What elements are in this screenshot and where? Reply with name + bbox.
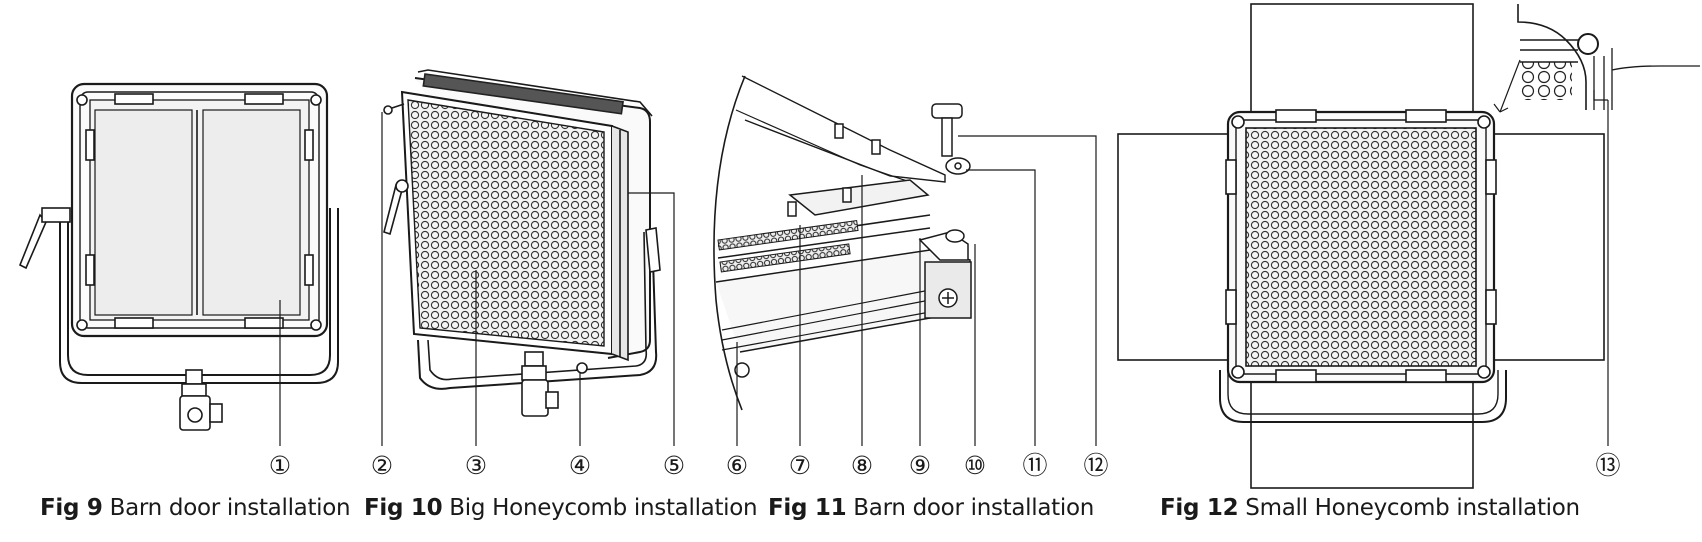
- callout-6: ⑥: [725, 451, 749, 480]
- fig10-text: Big Honeycomb installation: [449, 495, 758, 521]
- callout-2: ②: [370, 451, 394, 480]
- fig11-label: Fig 11: [768, 495, 847, 521]
- callout-7: ⑦: [788, 451, 812, 480]
- fig11-barn-door-detail-drawing: [713, 75, 1097, 446]
- callout-4: ④: [568, 451, 592, 480]
- fig10-caption: Fig 10 Big Honeycomb installation: [364, 495, 758, 521]
- fig12-caption: Fig 12 Small Honeycomb installation: [1160, 495, 1580, 521]
- fig10-label: Fig 10: [364, 495, 443, 521]
- callout-3: ③: [464, 451, 488, 480]
- callout-12: ⑫: [1083, 451, 1109, 480]
- fig11-caption: Fig 11 Barn door installation: [768, 495, 1094, 521]
- callout-8: ⑧: [850, 451, 874, 480]
- fig9-text: Barn door installation: [109, 495, 351, 521]
- fig11-text: Barn door installation: [853, 495, 1095, 521]
- callout-1: ①: [268, 451, 292, 480]
- fig12-text: Small Honeycomb installation: [1245, 495, 1580, 521]
- callout-10: ⑩: [963, 451, 987, 480]
- fig12-label: Fig 12: [1160, 495, 1239, 521]
- fig10-big-honeycomb-drawing: [381, 69, 675, 446]
- callout-5: ⑤: [662, 451, 686, 480]
- callout-9: ⑨: [908, 451, 932, 480]
- fig12-small-honeycomb-drawing: [1117, 3, 1700, 489]
- callout-13: ⑬: [1595, 451, 1621, 480]
- fig9-caption: Fig 9 Barn door installation: [40, 495, 351, 521]
- fig9-barn-door-drawing: [18, 82, 339, 446]
- fig9-label: Fig 9: [40, 495, 103, 521]
- callout-11: ⑪: [1022, 451, 1048, 480]
